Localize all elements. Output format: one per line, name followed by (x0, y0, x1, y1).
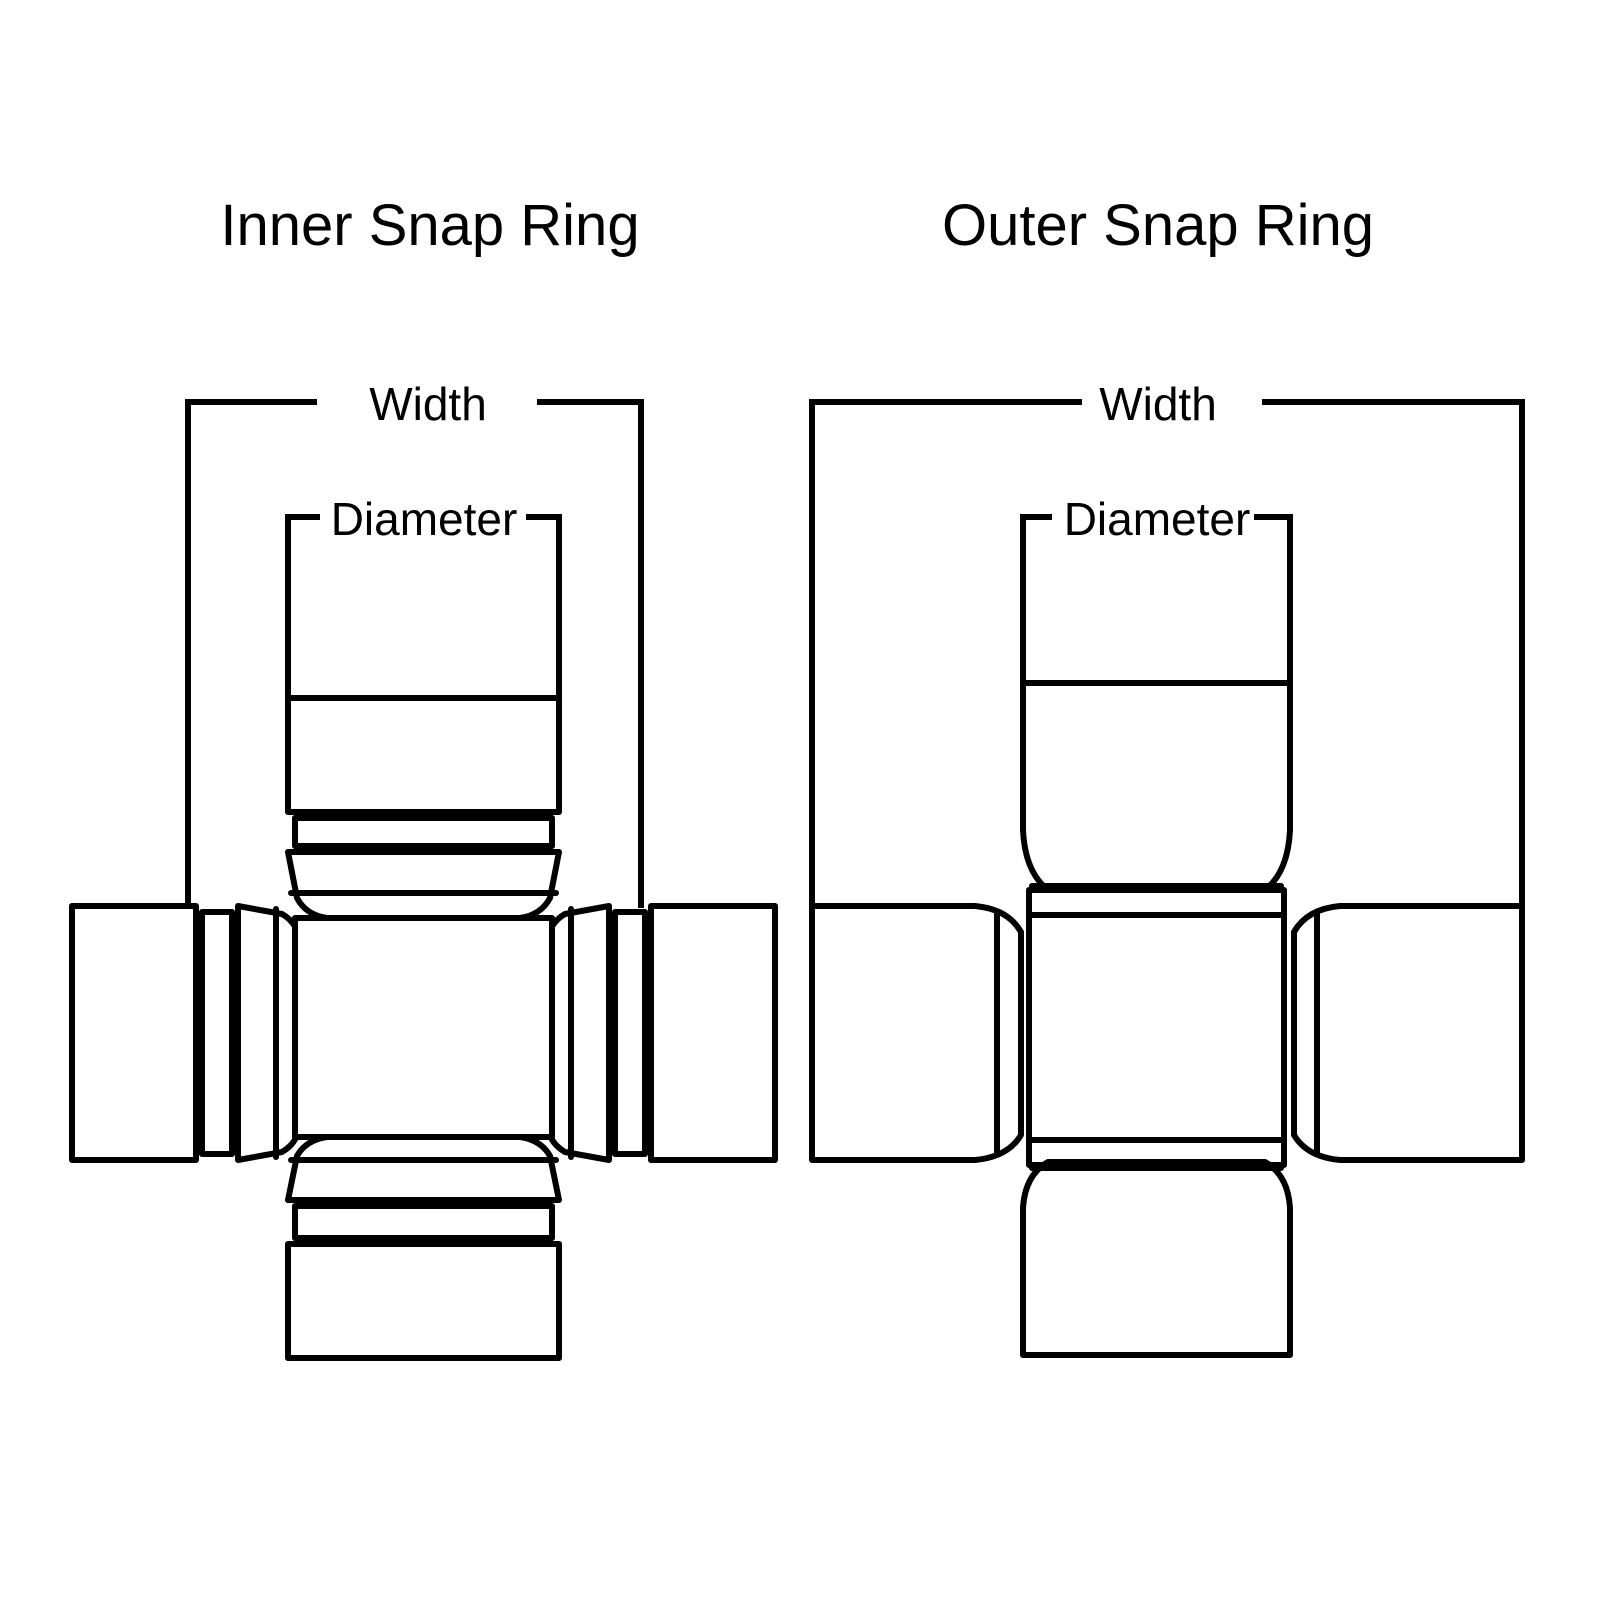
bottom-cap-inner (285, 1241, 562, 1361)
top-cap-outer (1020, 680, 1293, 893)
panel-inner-snap-ring: Inner Snap Ring Width Diameter (69, 193, 778, 1361)
dimension-diameter-outer: Diameter (1020, 493, 1293, 683)
left-arm-inner (69, 903, 304, 1163)
width-bracket-right-outer (1262, 399, 1525, 908)
right-arm-inner (543, 903, 778, 1163)
bottom-cap-outer (1020, 1159, 1293, 1358)
top-collar-outer (1026, 887, 1287, 918)
bottom-snapring-band-inner (292, 1203, 555, 1241)
diameter-label-outer: Diameter (1064, 493, 1251, 545)
panel-title-inner: Inner Snap Ring (220, 193, 639, 258)
bottom-arm-inner (285, 1134, 562, 1361)
left-cap-outer (809, 903, 1024, 1163)
bottom-collar-inner (285, 1134, 562, 1203)
bottom-arm-outer (1020, 1137, 1293, 1358)
right-collar-inner (543, 903, 612, 1163)
top-collar-inner (285, 849, 562, 921)
panel-outer-snap-ring: Outer Snap Ring Width Diameter (809, 193, 1525, 1358)
panel-title-outer: Outer Snap Ring (942, 193, 1374, 258)
diameter-bracket-left-outer (1020, 514, 1052, 683)
right-snapring-band-inner (612, 909, 648, 1157)
left-arm-outer (809, 903, 1024, 1163)
dimension-diameter-inner: Diameter (285, 493, 562, 697)
width-bracket-left-outer (809, 399, 1082, 908)
center-hub-inner (292, 915, 555, 1140)
width-label-outer: Width (1099, 378, 1217, 430)
right-arm-outer (1291, 903, 1525, 1163)
top-arm-outer (1020, 680, 1293, 918)
center-hub-outer (1026, 912, 1287, 1143)
width-label-inner: Width (369, 378, 487, 430)
left-cap-inner (69, 903, 199, 1163)
top-cap-inner (285, 695, 562, 815)
dimension-width-inner: Width (185, 378, 644, 908)
diameter-bracket-right-outer (1254, 514, 1293, 683)
top-snapring-band-inner (292, 815, 555, 849)
left-snapring-band-inner (199, 909, 235, 1157)
diameter-label-inner: Diameter (331, 493, 518, 545)
width-bracket-left-inner (185, 399, 317, 908)
left-collar-inner (235, 903, 304, 1163)
diameter-bracket-left-inner (285, 514, 320, 697)
right-cap-inner (648, 903, 778, 1163)
top-arm-inner (285, 695, 562, 921)
right-cap-outer (1291, 903, 1525, 1163)
width-bracket-right-inner (537, 399, 644, 908)
diameter-bracket-right-inner (526, 514, 562, 697)
dimension-width-outer: Width (809, 378, 1525, 908)
